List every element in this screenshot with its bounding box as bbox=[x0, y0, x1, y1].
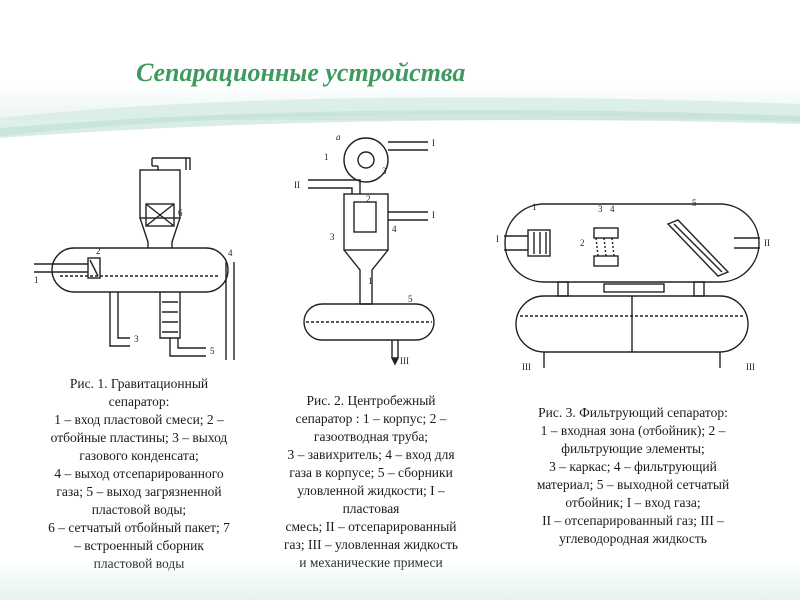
slide-title: Сепарационные устройства bbox=[136, 58, 466, 87]
caption-line: отбойник; I – вход газа; bbox=[565, 495, 701, 510]
figure-2-centrifugal-separator: а 1 3 I II 2 4 I 3 1 5 III bbox=[288, 132, 453, 372]
caption-line: II – отсепарированный газ; III – bbox=[542, 513, 724, 528]
caption-line: Рис. 1. Гравитационный bbox=[69, 376, 209, 391]
fig2-label-ii: II bbox=[294, 180, 300, 190]
caption-line: 4 – выход отсепарированного bbox=[54, 466, 224, 481]
caption-line: Рис. 3. Фильтрующий сепаратор: bbox=[538, 405, 728, 420]
caption-line: 3 – каркас; 4 – фильтрующий bbox=[549, 459, 717, 474]
caption-line: 1 – вход пластовой смеси; 2 – bbox=[54, 412, 224, 427]
caption-line: уловленной жидкости; I – bbox=[297, 483, 445, 498]
caption-line: газа в корпусе; 5 – сборники bbox=[289, 465, 453, 480]
fig3-label-ii: II bbox=[764, 238, 770, 248]
figure-1-labels: 1 2 3 4 5 6 bbox=[34, 208, 233, 356]
fig2-label-3: 3 bbox=[330, 232, 335, 242]
figure-2-caption: Рис. 2. Центробежный сепаратор : 1 – кор… bbox=[262, 392, 480, 572]
caption-line: газоотводная труба; bbox=[313, 429, 429, 444]
caption-line: газового конденсата; bbox=[79, 448, 199, 463]
fig3-label-iii-left: III bbox=[522, 362, 531, 372]
fig3-label-3: 3 bbox=[598, 204, 603, 214]
figure-3-caption: Рис. 3. Фильтрующий сепаратор: 1 – входн… bbox=[508, 404, 758, 548]
fig3-label-4: 4 bbox=[610, 204, 615, 214]
caption-line: материал; 5 – выходной сетчатый bbox=[536, 477, 730, 492]
figure-1-gravitational-separator: 1 2 3 4 5 6 bbox=[30, 152, 240, 370]
fig2-label-2: 2 bbox=[366, 194, 371, 204]
header-swoosh-decoration bbox=[0, 97, 800, 138]
fig2-label-iii: III bbox=[400, 356, 409, 366]
caption-line: отбойные пластины; 3 – выход bbox=[50, 430, 228, 445]
fig2-label-4: 4 bbox=[392, 224, 397, 234]
fig2-label-3-top: 3 bbox=[382, 166, 387, 176]
caption-line: сепаратор: bbox=[108, 394, 170, 409]
fig2-label-i-top: I bbox=[432, 138, 435, 148]
fig2-label-i: I bbox=[432, 210, 435, 220]
caption-line: 6 – сетчатый отбойный пакет; 7 bbox=[48, 520, 230, 535]
fig2-label-5: 5 bbox=[408, 294, 413, 304]
fig3-label-iii-right: III bbox=[746, 362, 755, 372]
caption-line: газа; 5 – выход загрязненной bbox=[56, 484, 222, 499]
caption-line: смесь; II – отсепарированный bbox=[285, 519, 457, 534]
caption-line: Рис. 2. Центробежный bbox=[306, 393, 436, 408]
fig1-label-3: 3 bbox=[134, 334, 139, 344]
fig1-label-6: 6 bbox=[178, 208, 183, 218]
caption-line: 1 – входная зона (отбойник); 2 – bbox=[540, 423, 726, 438]
figure-3-labels: I 1 2 3 4 5 II III III bbox=[496, 198, 770, 372]
fig3-label-1: 1 bbox=[532, 202, 537, 212]
fig1-label-2: 2 bbox=[96, 246, 101, 256]
fig1-label-4: 4 bbox=[228, 248, 233, 258]
caption-line: – встроенный сборник bbox=[74, 538, 204, 553]
figure-1-drawing bbox=[34, 157, 235, 360]
caption-line: 3 – завихритель; 4 – вход для bbox=[287, 447, 455, 462]
fig2-label-1: 1 bbox=[368, 276, 373, 286]
caption-line: фильтрующие элементы; bbox=[561, 441, 705, 456]
figure-3-filtering-separator: I 1 2 3 4 5 II III III bbox=[484, 192, 780, 376]
fig2-label-1-top: 1 bbox=[324, 152, 329, 162]
figure-3-drawing bbox=[504, 203, 760, 368]
fig2-label-a: а bbox=[336, 132, 341, 142]
figure-1-caption: Рис. 1. Гравитационный сепаратор: 1 – вх… bbox=[28, 375, 250, 573]
caption-line: углеводородная жидкость bbox=[559, 531, 707, 546]
caption-line: сепаратор : 1 – корпус; 2 – bbox=[295, 411, 447, 426]
fig1-label-5: 5 bbox=[210, 346, 215, 356]
figure-2-labels: а 1 3 I II 2 4 I 3 1 5 III bbox=[294, 132, 435, 366]
fig3-label-i: I bbox=[496, 234, 499, 244]
fig1-label-1: 1 bbox=[34, 275, 39, 285]
caption-line: газ; III – уловленная жидкость bbox=[284, 537, 458, 552]
fig3-label-5: 5 bbox=[692, 198, 697, 208]
footer-background bbox=[0, 560, 800, 600]
figure-2-drawing bbox=[303, 137, 435, 366]
fig3-label-2: 2 bbox=[580, 238, 585, 248]
caption-line: пластовая bbox=[342, 501, 400, 516]
caption-line: пластовой воды; bbox=[91, 502, 187, 517]
